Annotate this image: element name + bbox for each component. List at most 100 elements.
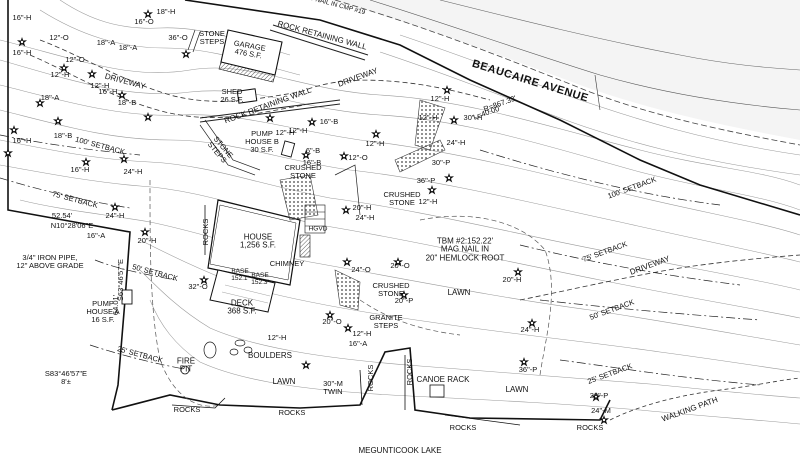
distance-5254-label: 52.54'	[51, 211, 73, 221]
tree-label: 16"-B	[302, 158, 322, 168]
boulders-label: BOULDERS	[247, 350, 293, 360]
tree-label: 24"-H	[105, 211, 125, 221]
tree-label: 24"-H	[520, 325, 540, 335]
tree-label: 12"-O	[49, 33, 69, 43]
tree-label: 12"-O	[65, 55, 85, 65]
tree-label: 18"-A	[96, 38, 116, 48]
tree-label: 16"-B	[319, 117, 339, 127]
base-elevation-label-1: BASE 152.1'	[231, 268, 249, 282]
tree-label: 18"-B	[117, 98, 137, 108]
tree-label: 20"-P	[394, 296, 414, 306]
chimney-label: CHIMNEY	[269, 259, 305, 269]
bearing-s63-label: S63°46'57"E	[116, 258, 126, 302]
house-label: HOUSE 1,256 S.F.	[239, 232, 277, 250]
stone-steps	[187, 29, 361, 216]
tree-label: 16"-A	[348, 339, 368, 349]
hgvd-label: HGVD	[308, 225, 328, 233]
pump-house-a	[121, 289, 133, 305]
tree-label: 36"-O	[168, 33, 188, 43]
tree-label: 16"-H	[98, 87, 118, 97]
canoe-rack	[429, 384, 445, 398]
lawn-label-2: LAWN	[447, 287, 471, 297]
crushed-stone-label-1: CRUSHED STONE	[284, 163, 322, 180]
tree-label: 18"-A	[40, 93, 60, 103]
tree-label: 16"-O	[134, 17, 154, 27]
pump-house-b-label: PUMP HOUSE B 30 S.F.	[245, 129, 279, 154]
crushed-stone-label-3: CRUSHED STONE	[372, 281, 410, 298]
tree-label: 24"-H	[446, 138, 466, 148]
shed-building	[236, 88, 258, 104]
beaucaire-avenue-road	[330, 0, 800, 146]
tree-label: 12"-H	[90, 81, 110, 91]
tbm-label: TBM #2:152.22' MAG NAIL IN 20" HEMLOCK R…	[425, 236, 505, 263]
house-building	[207, 199, 301, 286]
pump-house-a-label: PUMP HOUSE A 16 S.F.	[86, 299, 120, 324]
chimney	[299, 234, 311, 258]
iron-pipe-label: 3/4" IRON PIPE, 12" ABOVE GRADE	[16, 253, 84, 270]
bearing-n10-label: N10°28'06"E	[50, 221, 94, 231]
setback-lines	[0, 134, 761, 386]
rocks-label-2: ROCKS	[173, 405, 201, 415]
granite-steps-label: GRANITE STEPS	[369, 313, 403, 330]
tree-label: 24"-O	[351, 265, 371, 275]
driveway	[29, 39, 800, 301]
boulders	[203, 339, 253, 359]
tree-label: 16"-H	[70, 165, 90, 175]
tree-label: 12"-H	[275, 128, 295, 138]
tree-label: 30"-P	[431, 158, 451, 168]
crushed-stone-label-2: CRUSHED STONE	[383, 190, 421, 207]
canoe-rack-label: CANOE RACK	[416, 374, 470, 384]
tree-label: 6"-B	[305, 146, 321, 156]
rocks-label-1: ROCKS	[201, 218, 211, 246]
tree-label: 36"-P	[518, 365, 538, 375]
tree-label: 24"-H	[355, 213, 375, 223]
deck-label: DECK 368 S.F.	[227, 298, 257, 316]
bearing-s83-label: S83°46'57"E 8'±	[44, 369, 88, 386]
lawn-label-1: LAWN	[272, 376, 296, 386]
tree-label: 20"-O	[390, 261, 410, 271]
tree-label: 32"-O	[188, 282, 208, 292]
tree-label: 16"-H	[12, 13, 32, 23]
tree-label: 20"-P	[589, 391, 609, 401]
tree-label: 16"-A	[86, 231, 106, 241]
rocks-label-7: ROCKS	[576, 423, 604, 433]
lawn-boundaries	[149, 179, 552, 407]
crushed-stone-areas	[279, 99, 446, 311]
tree-label: 12"-H	[430, 94, 450, 104]
tree-label: 12"-O	[348, 153, 368, 163]
tree-label: 12"-H	[365, 139, 385, 149]
tree-label: 12"-H	[50, 70, 70, 80]
tree-label: 18"-A	[118, 43, 138, 53]
rocks-label-4: ROCKS	[366, 364, 376, 392]
tree-label: 12"-H	[418, 113, 438, 123]
tree-label: 12"-H	[418, 197, 438, 207]
rocks-label-3: ROCKS	[278, 408, 306, 418]
pump-house-b	[280, 140, 296, 158]
stone-steps-label-1: STONE STEPS	[199, 29, 225, 46]
tree-label: 12"-H	[267, 333, 287, 343]
rocks-label-6: ROCKS	[449, 423, 477, 433]
base-elevation-label-2: BASE 152.3'	[251, 272, 269, 286]
tree-label: 30"-H	[463, 113, 483, 123]
tree-label: 24"-M	[591, 406, 611, 416]
tree-label: 16"-H	[12, 136, 32, 146]
fire-pit	[180, 365, 190, 375]
tree-label: 18"-H	[156, 7, 176, 17]
deck-structure	[209, 269, 276, 313]
lake-label: MEGUNTICOOK LAKE	[358, 445, 442, 455]
rocks-label-5: ROCKS	[405, 358, 415, 386]
rock-outlines	[171, 205, 521, 426]
lawn-label-3: LAWN	[505, 384, 529, 394]
tree-label: 20"-O	[322, 317, 342, 327]
tree-label: 36"-P	[416, 176, 436, 186]
twin-tree-label: 30"-M TWIN	[323, 379, 343, 396]
tree-label: 12"-H	[288, 126, 308, 136]
tree-label: 20"-H	[502, 275, 522, 285]
bearing-tick	[594, 74, 601, 111]
tree-label: 24"-H	[123, 167, 143, 177]
tree-label: 16"-H	[12, 48, 32, 58]
tree-label: 18"-B	[53, 131, 73, 141]
shed-label: SHED 26 S.F.	[220, 87, 244, 104]
walking-path	[609, 377, 800, 421]
